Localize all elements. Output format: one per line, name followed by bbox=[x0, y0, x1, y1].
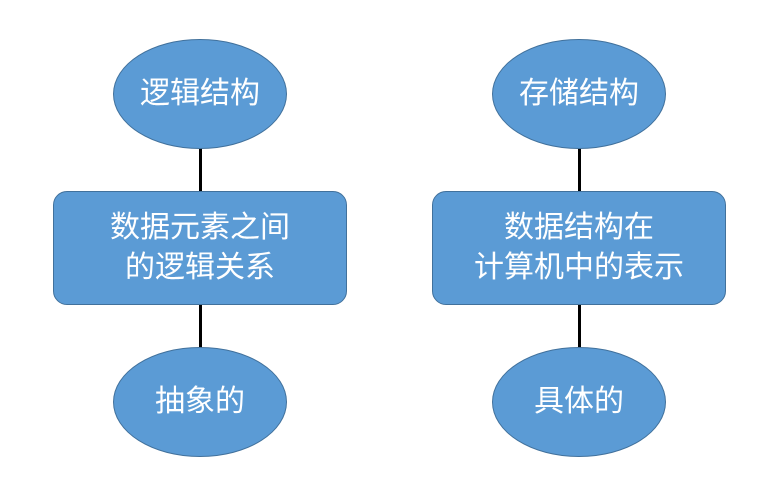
left-top-connector bbox=[199, 148, 202, 192]
logical-relation-line-2: 的逻辑关系 bbox=[125, 250, 275, 285]
storage-representation-line-1: 数据结构在 bbox=[504, 210, 654, 245]
storage-representation-line-2: 计算机中的表示 bbox=[474, 250, 684, 285]
left-bottom-connector bbox=[199, 304, 202, 350]
concrete-label: 具体的 bbox=[534, 384, 624, 419]
storage-structure-label: 存储结构 bbox=[519, 76, 639, 111]
logical-relation-node: 数据元素之间 的逻辑关系 bbox=[53, 191, 347, 305]
storage-structure-node: 存储结构 bbox=[492, 39, 666, 149]
logical-structure-label: 逻辑结构 bbox=[140, 76, 260, 111]
logical-structure-node: 逻辑结构 bbox=[113, 39, 287, 149]
logical-relation-line-1: 数据元素之间 bbox=[110, 210, 290, 245]
concrete-node: 具体的 bbox=[492, 347, 666, 457]
abstract-node: 抽象的 bbox=[113, 347, 287, 457]
abstract-label: 抽象的 bbox=[155, 384, 245, 419]
storage-representation-node: 数据结构在 计算机中的表示 bbox=[432, 191, 726, 305]
right-bottom-connector bbox=[578, 304, 581, 350]
right-top-connector bbox=[578, 148, 581, 192]
